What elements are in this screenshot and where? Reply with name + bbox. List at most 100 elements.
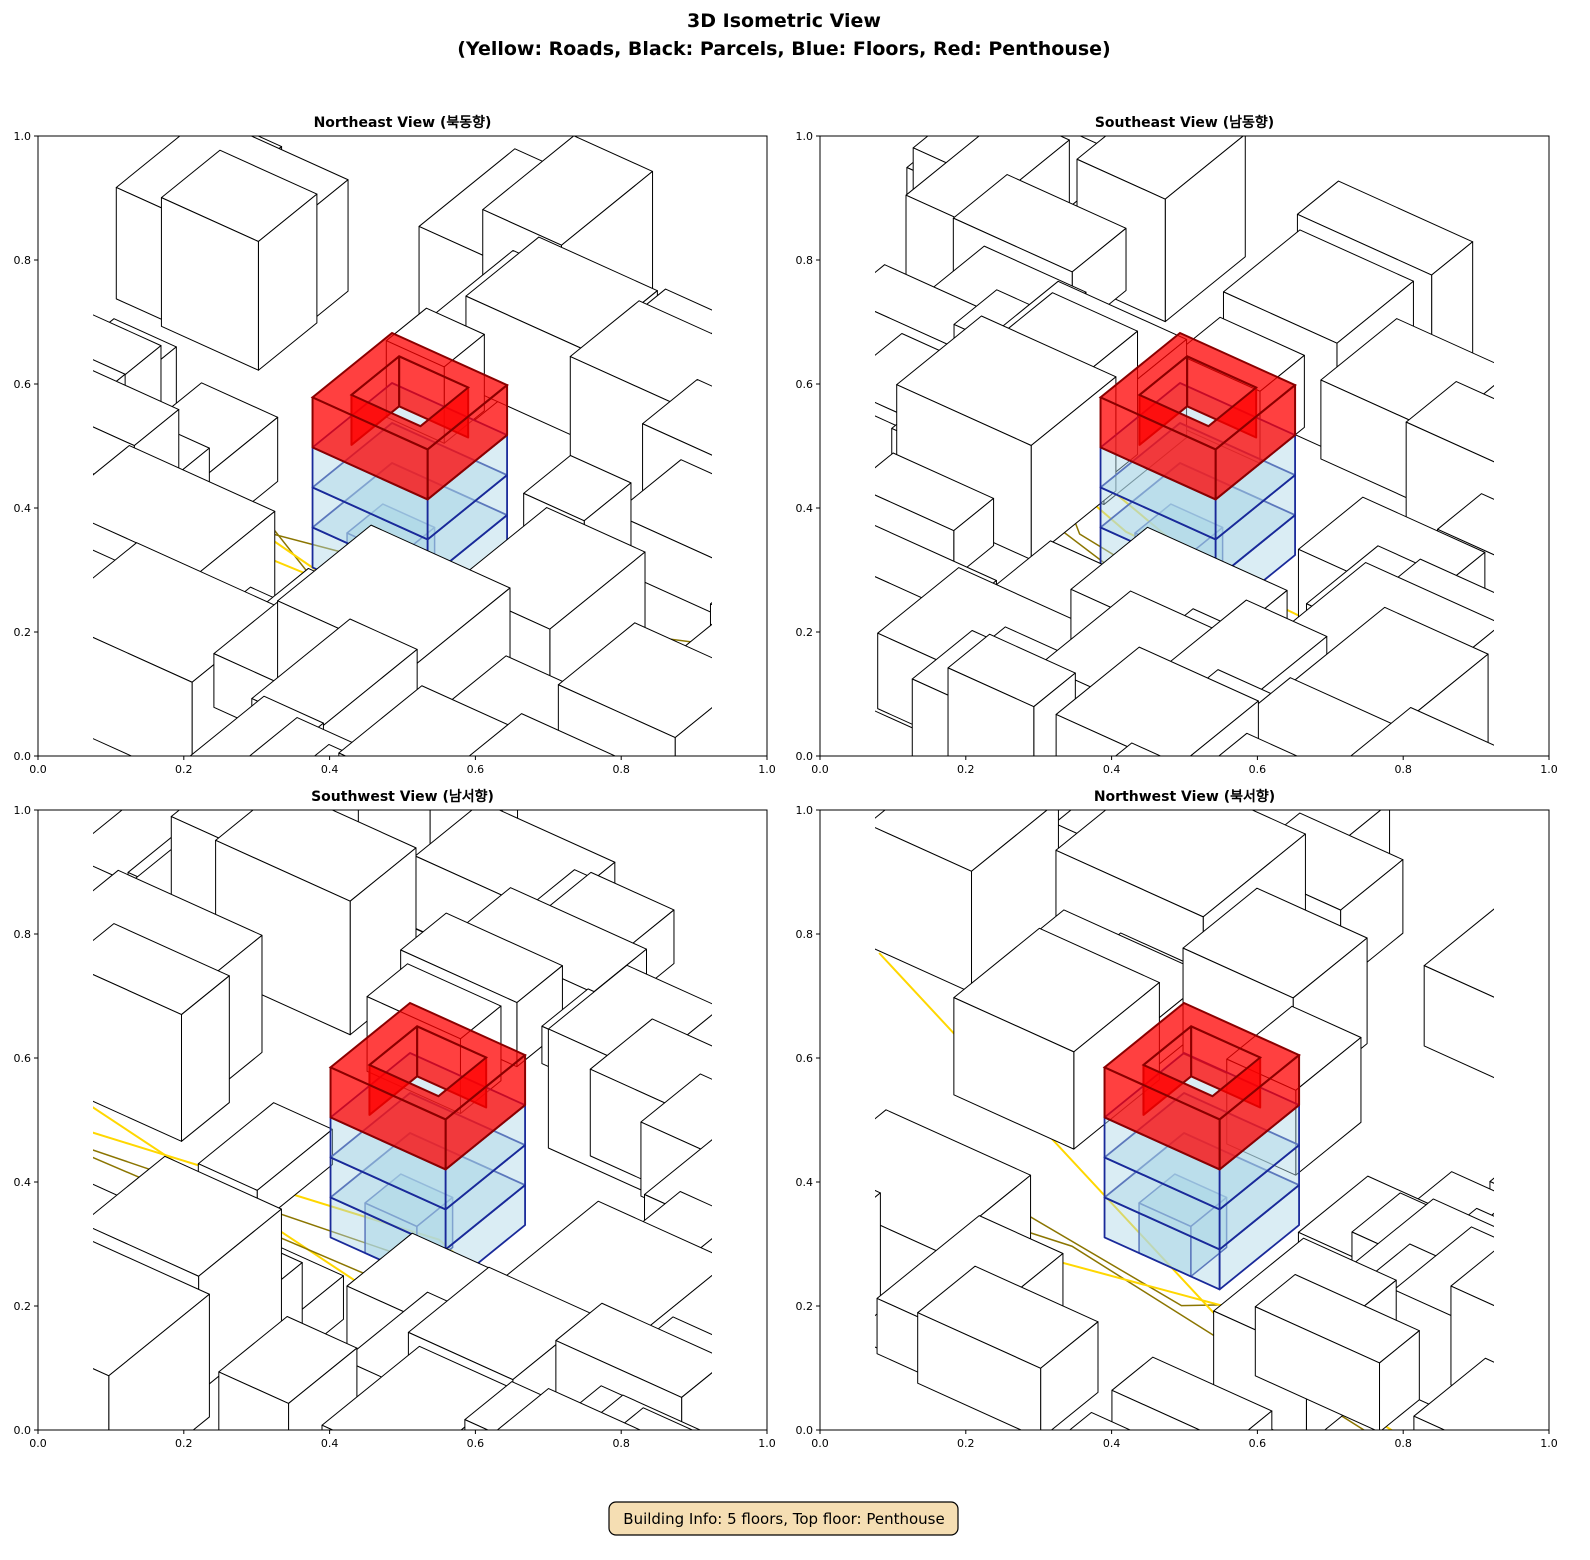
y-tick-label: 0.2 — [14, 1300, 32, 1313]
subplot-title: Southwest View (남서향) — [311, 788, 494, 805]
parcel-building — [875, 1189, 881, 1317]
x-tick-label: 1.0 — [1540, 1437, 1558, 1450]
y-tick-label: 0.0 — [796, 1424, 814, 1437]
scene — [875, 810, 1590, 1430]
parcel-building — [896, 315, 1117, 561]
subplot-title: Southeast View (남동향) — [1095, 114, 1274, 131]
parcel-building — [615, 1407, 694, 1430]
parcel-building — [0, 325, 29, 483]
x-tick-label: 0.0 — [811, 763, 829, 776]
x-tick-label: 1.0 — [758, 1437, 776, 1450]
penthouse — [1102, 1001, 1301, 1171]
y-tick-label: 0.6 — [796, 1052, 814, 1065]
x-tick-label: 0.0 — [29, 763, 47, 776]
x-tick-label: 0.8 — [1394, 1437, 1412, 1450]
x-tick-label: 0.6 — [467, 1437, 485, 1450]
figure-title-line2: (Yellow: Roads, Black: Parcels, Blue: Fl… — [457, 38, 1110, 60]
parcel-building — [428, 1451, 578, 1560]
x-tick-label: 0.8 — [1394, 763, 1412, 776]
x-tick-label: 0.8 — [612, 1437, 630, 1450]
figure-title-line1: 3D Isometric View — [687, 10, 881, 32]
x-tick-label: 0.4 — [1103, 763, 1121, 776]
x-tick-label: 1.0 — [758, 763, 776, 776]
parcel-building — [1569, 962, 1590, 1188]
parcel-building — [1562, 990, 1590, 1144]
penthouse — [310, 331, 509, 501]
subplot-4: 0.00.0 0.2 0.2 0.4 0.4 0.6 0.6 0.8 0.8 1.0 1.0 Nort… — [796, 788, 1590, 1450]
y-tick-label: 1.0 — [14, 130, 32, 143]
x-tick-label: 0.8 — [612, 763, 630, 776]
axes-frame — [37, 809, 768, 1431]
parcel-building — [1413, 1357, 1494, 1430]
y-tick-label: 0.4 — [796, 502, 814, 515]
parcel-building — [496, 1388, 642, 1430]
subplot-title: Northwest View (북서향) — [1094, 788, 1275, 805]
y-tick-label: 1.0 — [796, 804, 814, 817]
x-tick-label: 0.2 — [175, 763, 193, 776]
y-tick-label: 0.4 — [796, 1176, 814, 1189]
penthouse — [328, 1001, 527, 1171]
parcel-building — [1578, 1151, 1590, 1325]
x-tick-label: 0.6 — [467, 763, 485, 776]
scene — [0, 136, 712, 756]
parcel-building — [917, 1265, 1099, 1430]
parcel-building — [93, 1241, 210, 1430]
x-tick-label: 0.6 — [1249, 763, 1267, 776]
x-tick-label: 0.4 — [1103, 1437, 1121, 1450]
parcel-building — [1254, 1273, 1420, 1430]
y-tick-label: 0.2 — [14, 626, 32, 639]
y-tick-label: 0.8 — [14, 254, 32, 267]
x-tick-label: 0.2 — [957, 1437, 975, 1450]
parcel-building — [1544, 471, 1590, 603]
subplot-1: 0.00.0 0.2 0.2 0.4 0.4 0.6 0.6 0.8 0.8 1.0 1.0 Nort… — [0, 114, 776, 776]
y-tick-label: 1.0 — [14, 804, 32, 817]
parcel-building — [93, 923, 230, 1142]
axes-frame — [819, 809, 1550, 1431]
y-tick-label: 0.2 — [796, 1300, 814, 1313]
parcel-building — [1114, 742, 1162, 756]
x-tick-label: 0.0 — [29, 1437, 47, 1450]
parcel-building — [218, 1316, 358, 1430]
scene — [875, 136, 1590, 756]
axes-frame — [37, 135, 768, 757]
parcel-building — [1554, 1138, 1590, 1370]
parcel-building — [160, 149, 318, 371]
parcel-building — [1350, 707, 1494, 756]
x-tick-label: 0.0 — [811, 1437, 829, 1450]
info-box: Building Info: 5 floors, Top floor: Pent… — [608, 1501, 959, 1536]
y-tick-label: 0.0 — [14, 750, 32, 763]
y-tick-label: 0.2 — [796, 626, 814, 639]
parcel-building — [1218, 732, 1299, 756]
y-tick-label: 1.0 — [796, 130, 814, 143]
y-tick-label: 0.8 — [796, 928, 814, 941]
y-tick-label: 0.6 — [14, 378, 32, 391]
subplot-3: 0.00.0 0.2 0.2 0.4 0.4 0.6 0.6 0.8 0.8 1.0 1.0 Sout… — [14, 788, 776, 1560]
x-tick-label: 0.4 — [321, 763, 339, 776]
subplot-2: 0.00.0 0.2 0.2 0.4 0.4 0.6 0.6 0.8 0.8 1.0 1.0 Sout… — [796, 114, 1590, 776]
y-tick-label: 0.0 — [14, 1424, 32, 1437]
subplot-title: Northeast View (북동향) — [314, 114, 492, 131]
parcel-building — [875, 810, 1059, 994]
parcel-building — [557, 622, 712, 756]
parcel-building — [1423, 908, 1494, 1079]
y-tick-label: 0.4 — [14, 502, 32, 515]
axes-frame — [819, 135, 1550, 757]
y-tick-label: 0.6 — [796, 378, 814, 391]
x-tick-label: 0.6 — [1249, 1437, 1267, 1450]
parcel-building — [1559, 1274, 1590, 1404]
x-tick-label: 1.0 — [1540, 763, 1558, 776]
y-tick-label: 0.8 — [796, 254, 814, 267]
y-tick-label: 0.8 — [14, 928, 32, 941]
y-tick-label: 0.6 — [14, 1052, 32, 1065]
parcel-building — [1561, 1161, 1590, 1320]
y-tick-label: 0.0 — [796, 750, 814, 763]
info-box-text: Building Info: 5 floors, Top floor: Pent… — [623, 1510, 944, 1528]
x-tick-label: 0.2 — [957, 763, 975, 776]
penthouse — [1098, 331, 1297, 501]
x-tick-label: 0.2 — [175, 1437, 193, 1450]
parcel-building — [1111, 1356, 1273, 1430]
scene — [93, 810, 712, 1560]
y-tick-label: 0.4 — [14, 1176, 32, 1189]
x-tick-label: 0.4 — [321, 1437, 339, 1450]
